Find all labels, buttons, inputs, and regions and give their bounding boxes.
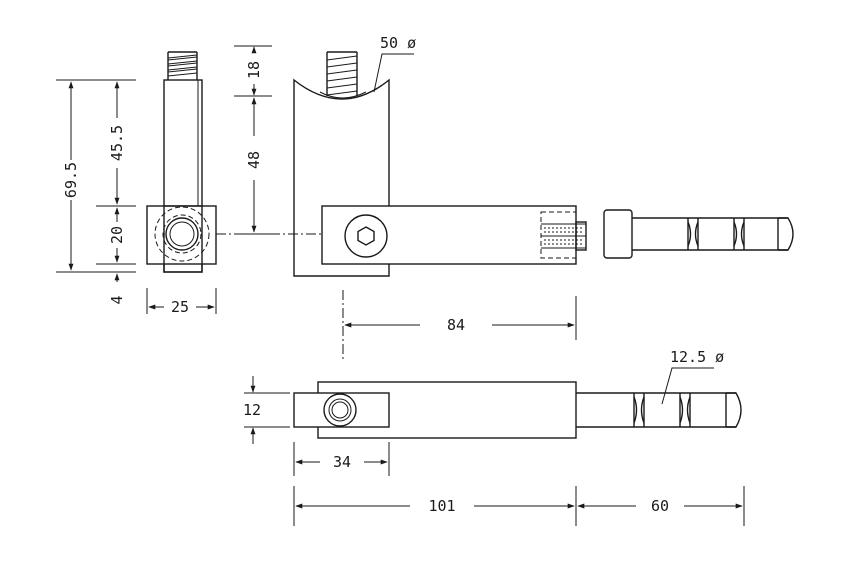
dim-thread-length: 18 [245,61,263,79]
arm-body-side-view [321,205,577,265]
dim-total-height: 69.5 [62,162,80,198]
threaded-stud-end-view [167,51,198,80]
socket-screw-circle [344,214,388,258]
clamp-top-view [293,392,390,428]
side-view [293,51,587,277]
dim-clamp-width: 34 [333,453,351,471]
pin-top-view [576,392,742,428]
dim-bottom-offset: 4 [108,295,126,304]
dim-arm-length: 84 [447,316,465,334]
pin-detached [603,209,794,259]
hex-socket-icon [357,226,375,246]
bore-hidden [154,206,210,262]
dim-pin-length: 60 [651,497,669,515]
bore-circle [165,217,199,251]
dimension-labels: 69.5 45.5 20 4 25 18 48 50 ø 84 12.5 ø 1… [62,34,724,515]
dim-pin-diameter: 12.5 ø [670,348,724,366]
dim-upper-height: 45.5 [108,125,126,161]
dim-block-height: 20 [108,226,126,244]
threaded-stud-side-view [326,51,358,96]
upright-body-side-view [293,78,390,277]
dim-thickness: 12 [243,401,261,419]
pin-head [603,209,633,259]
end-view [146,51,217,273]
dim-front-width: 25 [171,298,189,316]
top-view [293,381,742,439]
dimension-lines [56,45,745,526]
dim-body-height: 48 [245,151,263,169]
dim-tube-diameter: 50 ø [380,34,416,52]
dim-overall-length: 101 [428,497,455,515]
bore-top-view [323,393,357,427]
